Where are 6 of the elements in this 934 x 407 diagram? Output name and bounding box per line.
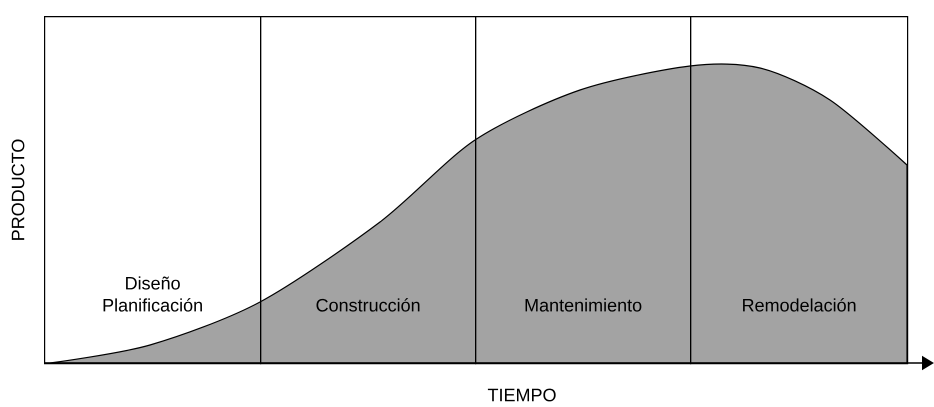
x-axis-label: TIEMPO — [488, 388, 556, 402]
phase-band: Construcción — [260, 16, 476, 364]
phase-band: Remodelación — [690, 16, 908, 364]
y-axis-label: PRODUCTO — [12, 140, 24, 240]
phase-band: Diseño Planificación — [44, 16, 262, 364]
phase-band: Mantenimiento — [475, 16, 692, 364]
